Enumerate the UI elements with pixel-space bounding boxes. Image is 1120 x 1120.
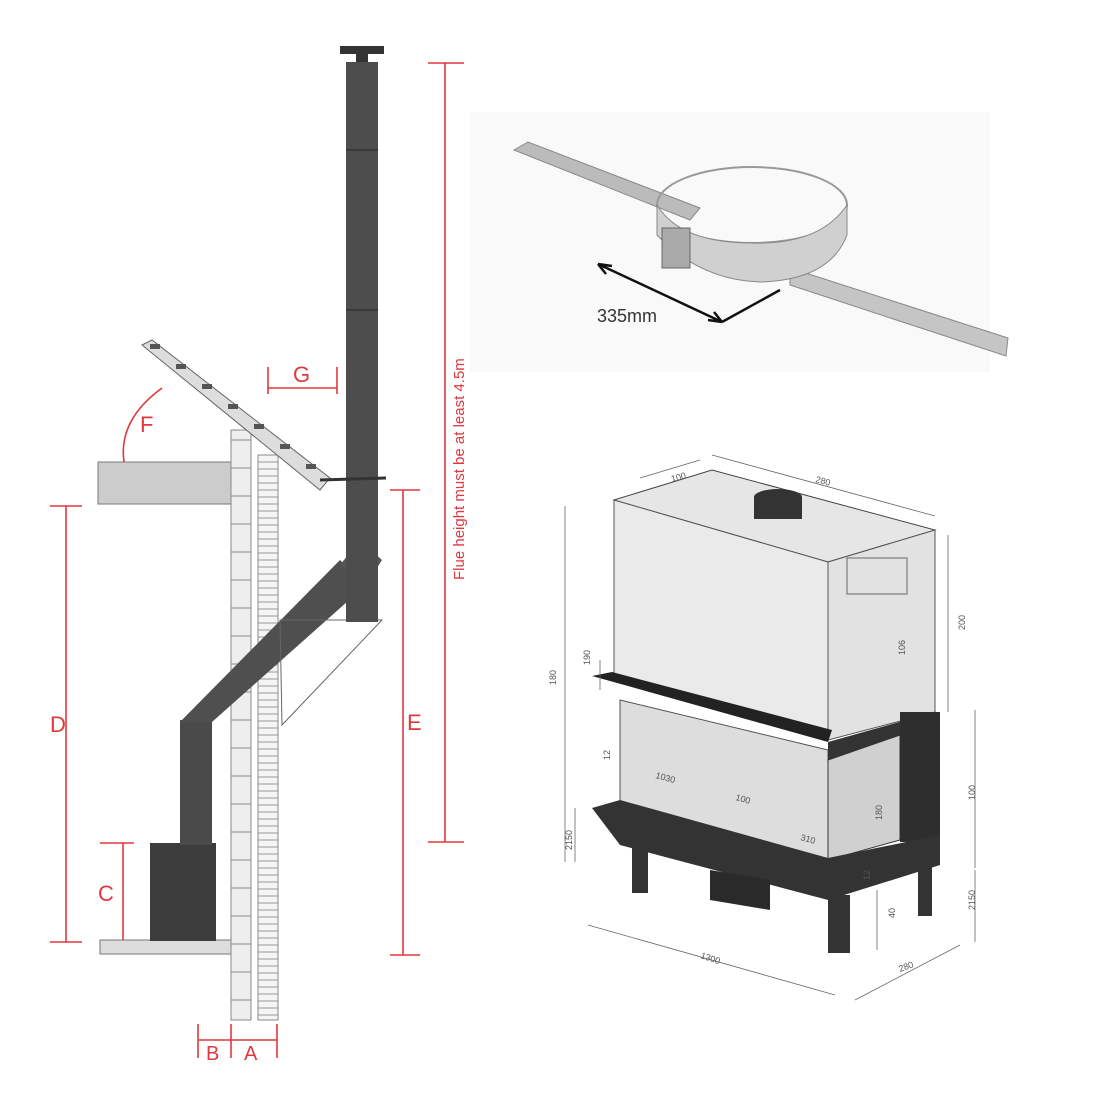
dimension-label-ledge: 190 (582, 650, 592, 665)
bracket-clamp (661, 227, 691, 269)
chimney-cap (340, 46, 384, 54)
roof-tile (280, 444, 290, 449)
dimension-label-left-height: 180 (548, 670, 558, 685)
dimension-label-side-height: 200 (957, 615, 967, 630)
angled-flue (180, 560, 366, 722)
bracket-strap-left (512, 141, 701, 221)
label-a: A (244, 1043, 258, 1065)
wall-sleeve (279, 619, 384, 727)
stove-pipe (180, 720, 212, 845)
bracket-strap-right (789, 267, 1009, 357)
dimension-label-overall-depth: 280 (897, 959, 915, 974)
dimension-label-right-base: 2150 (967, 890, 977, 910)
roof-tile (228, 404, 238, 409)
fireplace-hood-side (827, 529, 936, 741)
roof-tile (306, 464, 316, 469)
dimension-label-hearth-width: 310 (799, 832, 816, 846)
roof-bracket (319, 476, 387, 482)
label-g: G (293, 362, 310, 387)
dimension-label-side-glass: 180 (874, 805, 884, 820)
ceiling-beam (97, 461, 239, 505)
flue-height-note: Flue height must be at least 4.5m (451, 358, 468, 580)
dimension-label-hearth-depth: 100 (734, 792, 751, 806)
fireplace-drawing (592, 469, 940, 953)
leg (828, 895, 850, 953)
roof-tile (202, 384, 212, 389)
floor (99, 939, 235, 955)
label-b: B (206, 1043, 219, 1065)
label-c: C (98, 881, 114, 906)
chimney-pipe (346, 62, 378, 622)
wall-bracket: 335mm (470, 112, 1009, 372)
label-f: F (140, 412, 153, 437)
dimension-arrow (597, 262, 781, 324)
bracket-ring (656, 203, 848, 283)
dimension-label-inner-height: 106 (897, 640, 907, 655)
outer-wall (257, 454, 279, 1021)
dimension-label-overall-width: 1300 (699, 950, 721, 966)
dimension-label-base-gap: 12 (862, 870, 872, 880)
roof-tile (176, 364, 186, 369)
bracket-dimension: 335mm (597, 306, 657, 326)
leg (918, 860, 932, 916)
leg (632, 845, 648, 893)
house-section (97, 46, 387, 1021)
annotations: D E Flue height must be at least 4.5m C … (50, 62, 468, 1065)
air-vent (846, 557, 908, 595)
roof (141, 339, 331, 491)
flue-collar-body (754, 497, 802, 519)
dimension-label-right-upper: 100 (967, 785, 977, 800)
top-lintel (592, 672, 832, 742)
ash-drawer (710, 870, 770, 910)
dimension-label-top-width: 280 (814, 474, 831, 488)
cap-stem (356, 54, 368, 62)
dimension-label-top-depth: 100 (670, 470, 687, 484)
fireplace-base (592, 800, 940, 900)
dimension-label-left-base: 2150 (564, 830, 574, 850)
label-e: E (407, 710, 422, 735)
stove (150, 843, 216, 941)
roof-tile (254, 424, 264, 429)
label-d: D (50, 712, 66, 737)
inner-wall (230, 429, 252, 1021)
dimension-label-leg-gap: 40 (887, 908, 897, 918)
roof-tile (150, 344, 160, 349)
dimension-label-glass-gap: 12 (602, 750, 612, 760)
side-frame (900, 712, 940, 842)
